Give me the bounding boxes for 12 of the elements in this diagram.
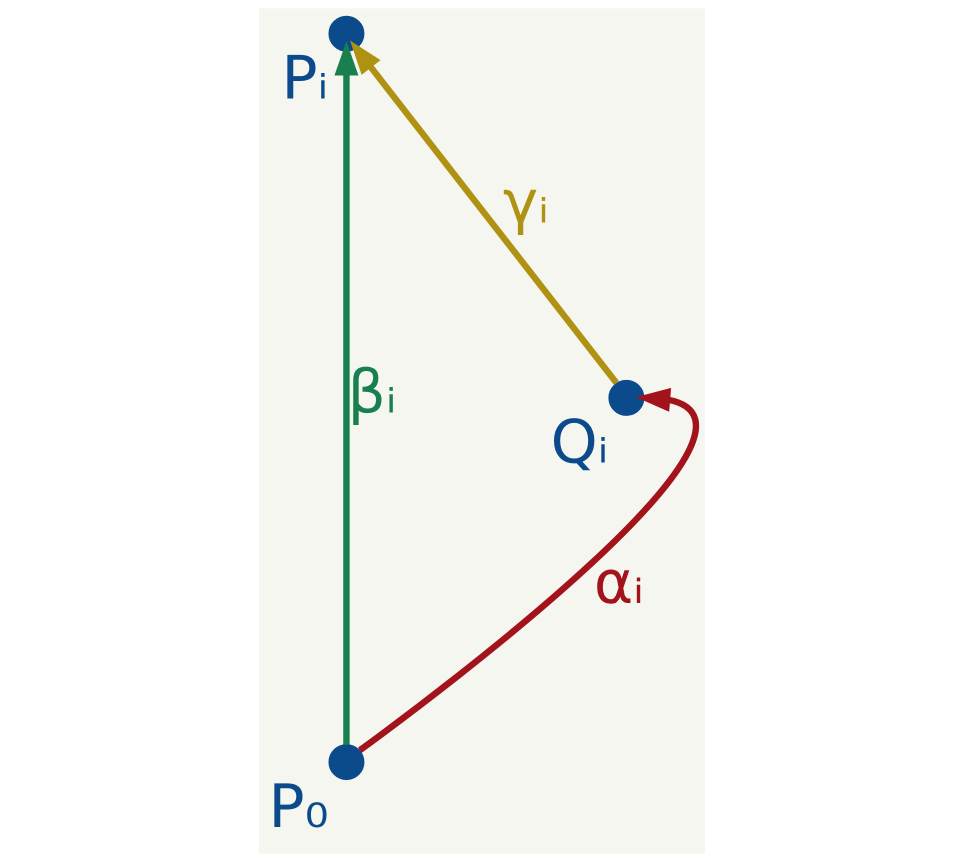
node-label: P₀ bbox=[268, 772, 328, 842]
arrow bbox=[357, 388, 698, 753]
node-circle bbox=[328, 16, 364, 52]
node-circle bbox=[608, 380, 644, 416]
node-circle bbox=[328, 744, 364, 780]
edge-label: αᵢ bbox=[593, 548, 644, 618]
arrow bbox=[334, 41, 358, 745]
edge-label: γᵢ bbox=[502, 167, 549, 238]
edge-label: βᵢ bbox=[347, 358, 396, 428]
node-label: Qᵢ bbox=[550, 408, 608, 478]
node-label: Pᵢ bbox=[281, 43, 328, 114]
arrow bbox=[350, 40, 618, 385]
